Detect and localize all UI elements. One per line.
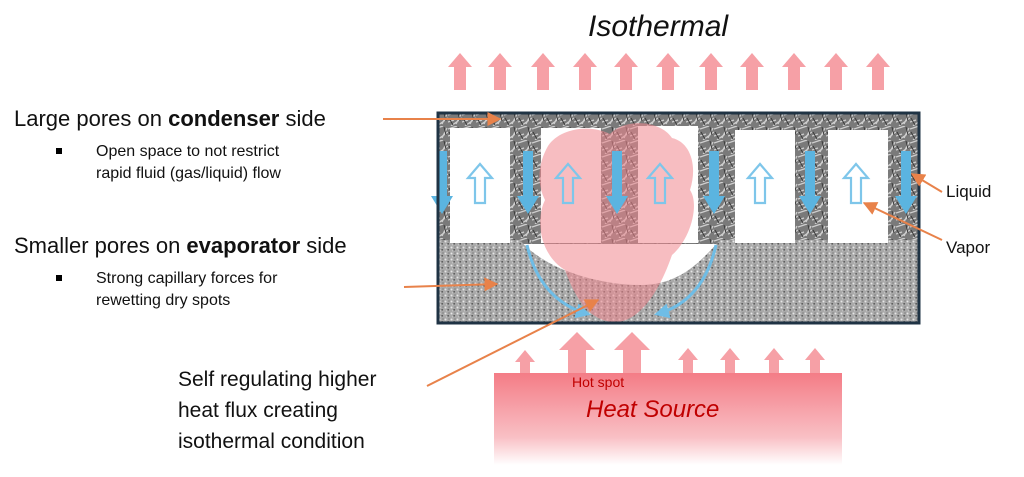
vapor-channel — [450, 128, 510, 243]
top-heat-arrows — [448, 53, 890, 90]
heat-arrow-up — [782, 53, 806, 90]
evaporator-bullet-line-2: rewetting dry spots — [96, 292, 231, 309]
vapor-arrow-up — [745, 162, 775, 205]
condenser-label-bold: condenser — [168, 106, 280, 131]
condenser-label-suffix: side — [279, 106, 326, 131]
evaporator-bullet-line-1: Strong capillary forces for — [96, 270, 278, 287]
vapor-arrows — [465, 162, 871, 205]
heat-arrow-up — [805, 348, 825, 373]
heat-arrow-up — [531, 53, 555, 90]
heat-arrow-up — [656, 53, 680, 90]
liquid-arrow-down — [799, 151, 821, 214]
bottom-heat-arrows — [515, 332, 825, 373]
vapor-arrow-up — [553, 162, 583, 205]
rewetting-arrow-right — [654, 244, 718, 319]
bullet-marker — [56, 275, 62, 281]
evaporator-bullet-text: Strong capillary forces for rewetting dr… — [96, 268, 277, 312]
heat-arrow-up — [559, 332, 595, 373]
liquid-arrow-down — [895, 151, 917, 214]
heat-source-block — [494, 373, 842, 465]
vapor-arrow-up — [465, 162, 495, 205]
self-regulating-line-1: Self regulating higher — [178, 368, 377, 391]
heat-arrow-up — [740, 53, 764, 90]
condenser-bullet-line-2: rapid fluid (gas/liquid) flow — [96, 165, 281, 182]
heat-arrow-up — [488, 53, 512, 90]
fine-pore-layer — [438, 240, 919, 323]
condenser-label: Large pores on condenser side — [14, 106, 326, 132]
leader-liquid — [910, 173, 943, 193]
heat-arrow-up — [678, 348, 698, 373]
condenser-label-prefix: Large pores on — [14, 106, 169, 131]
evaporator-label: Smaller pores on evaporator side — [14, 233, 347, 259]
self-regulating-line-2: heat flux creating — [178, 399, 338, 422]
heat-arrow-up — [866, 53, 890, 90]
heat-arrow-up — [515, 350, 535, 373]
heat-arrow-up — [764, 348, 784, 373]
self-regulating-label: Self regulating higher heat flux creatin… — [178, 364, 376, 457]
condenser-bullet: Open space to not restrict rapid fluid (… — [56, 141, 386, 185]
vapor-arrow-up — [645, 162, 675, 205]
diagram-title: Isothermal — [588, 10, 729, 43]
condenser-bullet-line-1: Open space to not restrict — [96, 143, 280, 160]
heat-source-label: Heat Source — [586, 396, 720, 423]
hot-spot-glow — [539, 123, 694, 322]
liquid-arrow-down — [606, 151, 628, 214]
heat-arrow-up — [614, 332, 650, 373]
bullet-marker — [56, 148, 62, 154]
liquid-label: Liquid — [946, 182, 992, 201]
vapor-channel — [828, 130, 888, 243]
wick-frame — [436, 111, 921, 325]
condenser-bullet-text: Open space to not restrict rapid fluid (… — [96, 141, 281, 185]
heat-arrow-up — [614, 53, 638, 90]
evaporator-label-suffix: side — [300, 233, 347, 258]
leader-self-regulating — [426, 299, 600, 387]
evaporator-label-bold: evaporator — [186, 233, 301, 258]
heat-arrow-up — [573, 53, 597, 90]
evaporator-label-prefix: Smaller pores on — [14, 233, 187, 258]
heat-arrow-up — [699, 53, 723, 90]
wick-structure — [431, 111, 921, 325]
liquid-arrows — [431, 151, 917, 214]
heat-arrow-up — [448, 53, 472, 90]
hot-spot-label: Hot spot — [572, 374, 625, 390]
leader-evaporator — [403, 277, 499, 292]
evaporator-bullet: Strong capillary forces for rewetting dr… — [56, 268, 386, 312]
liquid-arrow-down — [517, 151, 539, 214]
liquid-arrow-down — [703, 151, 725, 214]
vapor-arrow-up — [841, 162, 871, 205]
leader-vapor — [862, 202, 943, 241]
self-regulating-line-3: isothermal condition — [178, 430, 365, 453]
vapor-label: Vapor — [946, 238, 991, 257]
heat-arrow-up — [824, 53, 848, 90]
heat-arrow-up — [720, 348, 740, 373]
